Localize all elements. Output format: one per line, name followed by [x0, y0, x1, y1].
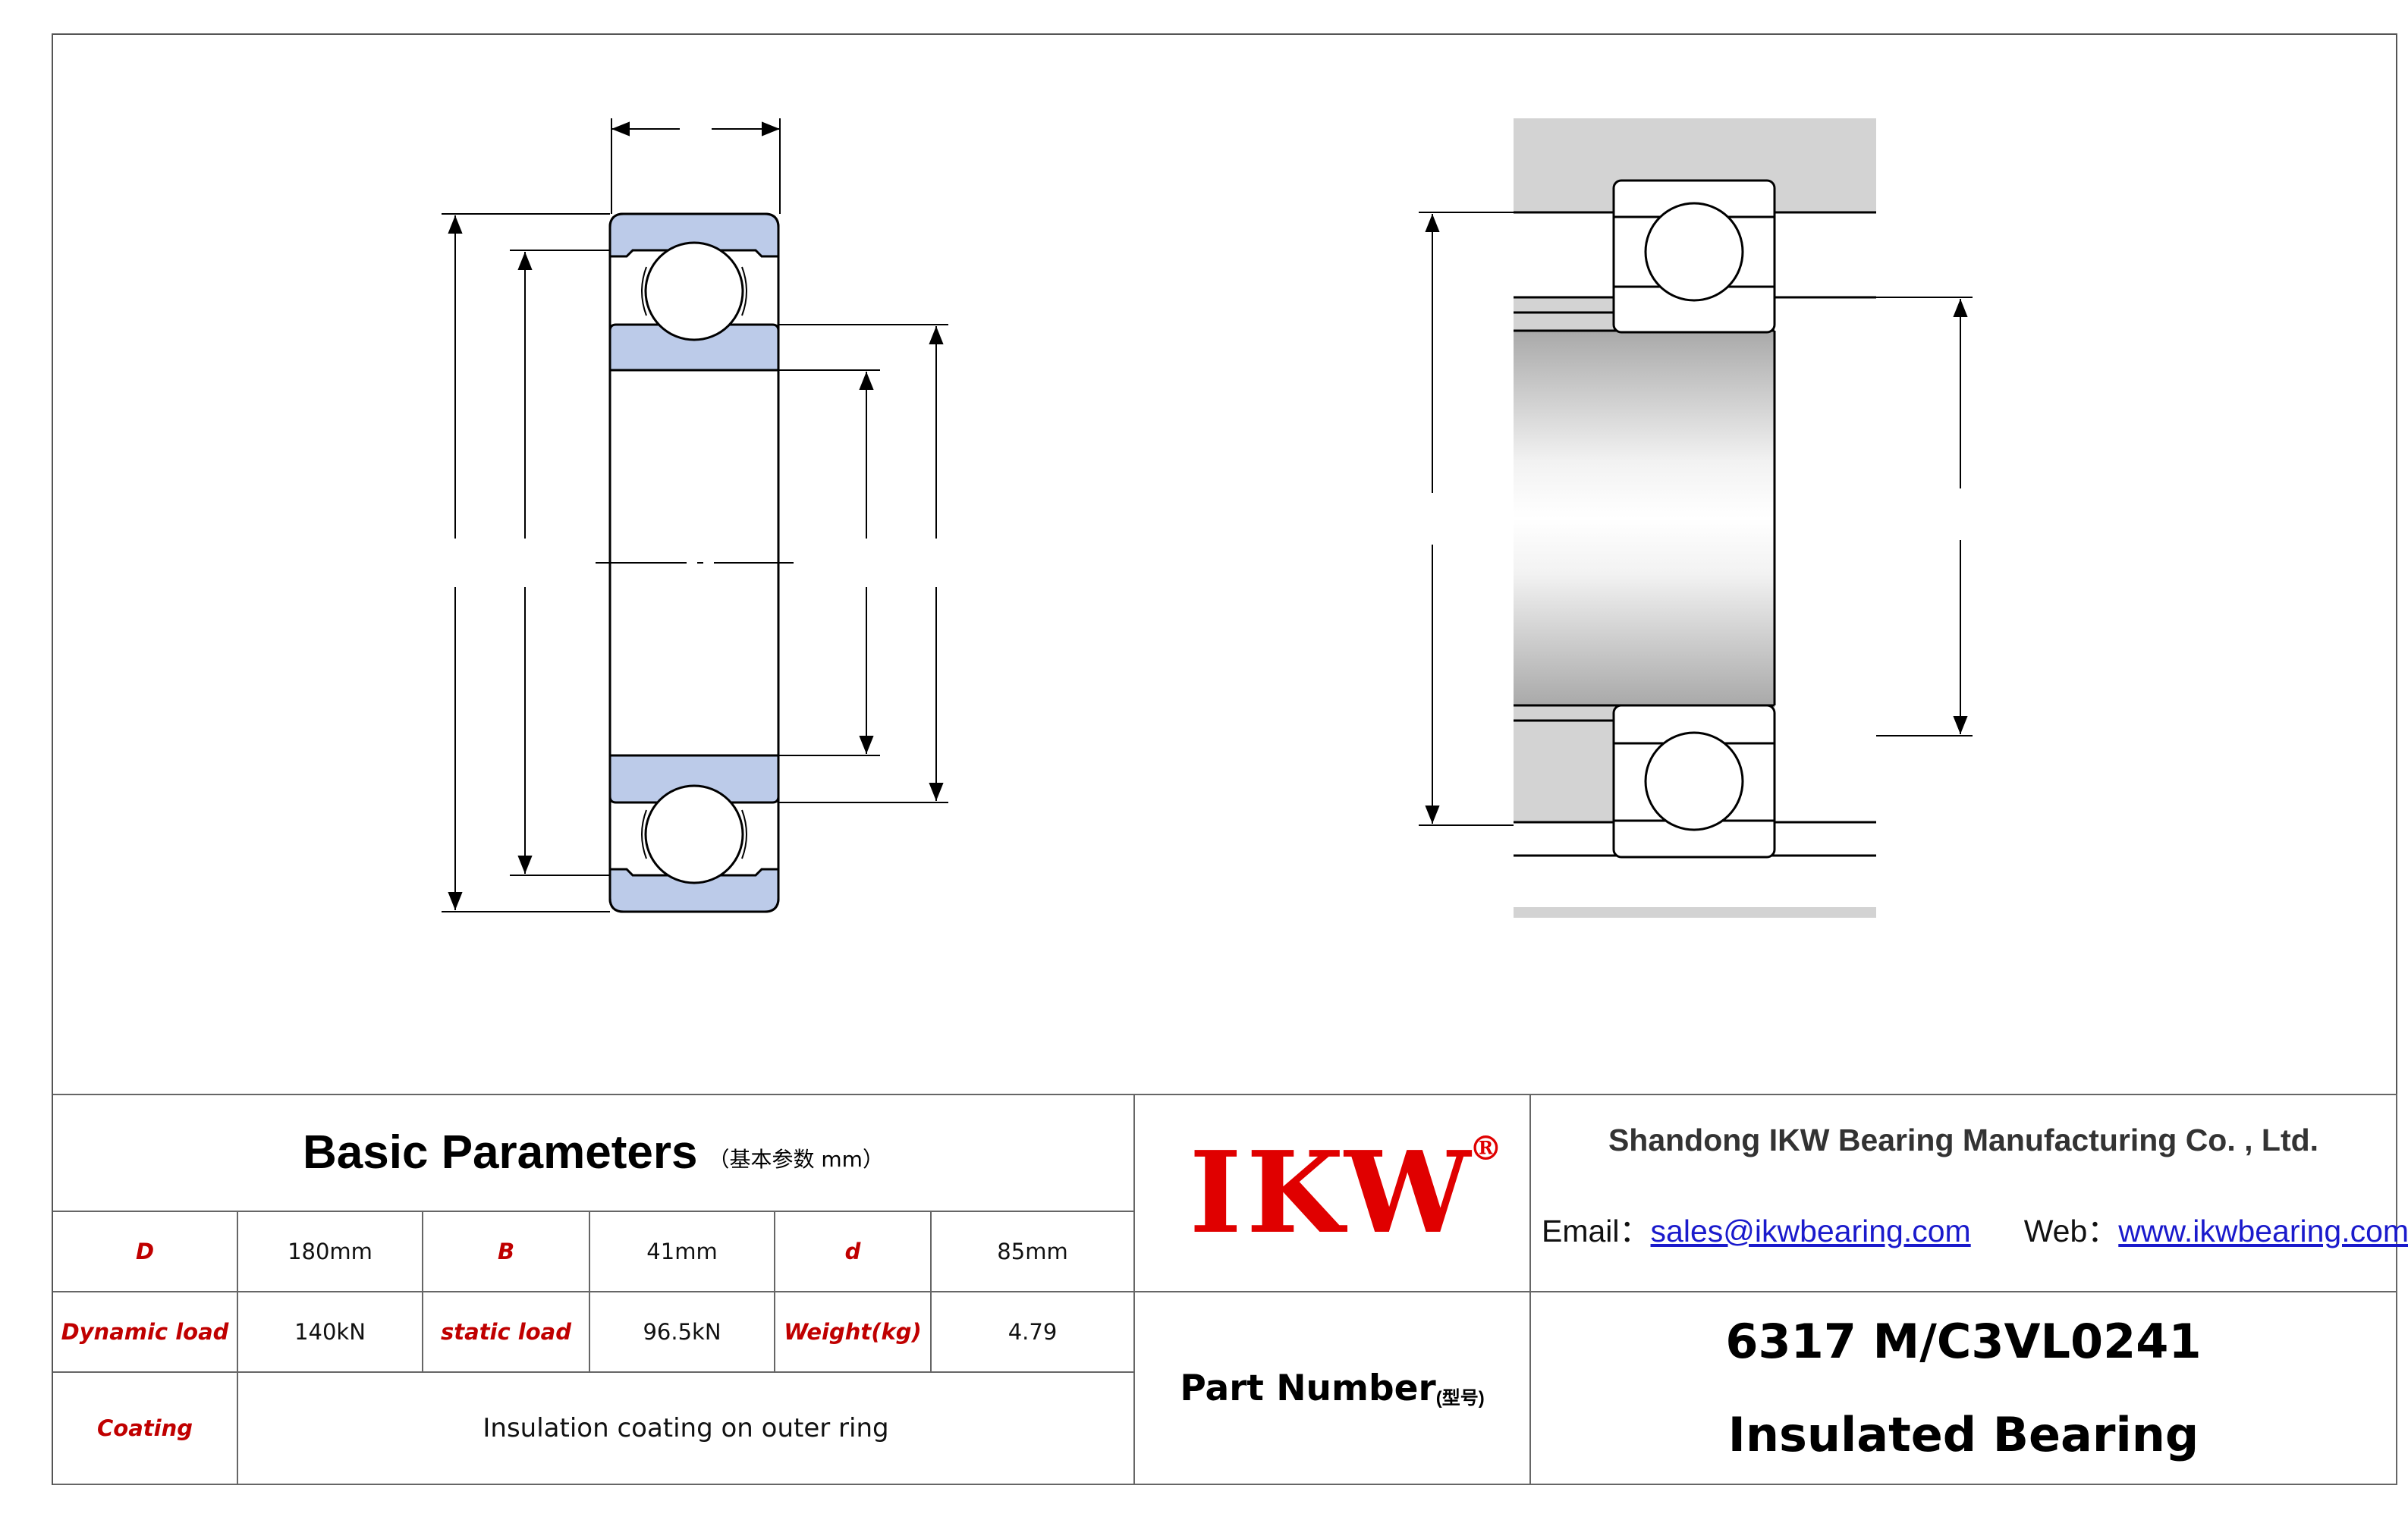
- params-title: Basic Parameters: [303, 1126, 698, 1179]
- part-number-label: Part Number: [1180, 1367, 1436, 1409]
- value-coating: Insulation coating on outer ring: [238, 1373, 1135, 1485]
- title-block: Basic Parameters （基本参数 mm） D 180mm B 41m…: [53, 1094, 2408, 1485]
- registered-mark: ®: [1469, 1129, 1507, 1168]
- bearing-technical-drawing: [442, 118, 1973, 918]
- company-info: Shandong IKW Bearing Manufacturing Co. ,…: [1531, 1094, 2408, 1292]
- label-D: D: [53, 1212, 238, 1292]
- label-d: d: [775, 1212, 932, 1292]
- logo-text: IKW: [1189, 1126, 1476, 1258]
- label-weight: Weight(kg): [775, 1292, 932, 1373]
- label-coating: Coating: [53, 1373, 238, 1485]
- value-d: 85mm: [932, 1212, 1135, 1292]
- title-block-top-border: [53, 1094, 2397, 1095]
- contact-line: Email：sales@ikwbearing.com Web：www.ikwbea…: [1531, 1205, 2408, 1251]
- part-number-label-cn: (型号): [1435, 1387, 1485, 1409]
- label-dynamic-load: Dynamic load: [53, 1292, 238, 1373]
- value-B: 41mm: [590, 1212, 775, 1292]
- web-link[interactable]: www.ikwbearing.com: [2118, 1214, 2408, 1248]
- left-dimensions: [442, 118, 948, 912]
- company-name: Shandong IKW Bearing Manufacturing Co. ,…: [1608, 1123, 2319, 1157]
- label-static-load: static load: [423, 1292, 590, 1373]
- web-label: Web：: [2023, 1214, 2119, 1248]
- value-dynamic-load: 140kN: [238, 1292, 423, 1373]
- ikw-logo: IKW®: [1189, 1126, 1503, 1258]
- part-number: 6317 M/C3VL0241: [1725, 1314, 2202, 1369]
- params-header: Basic Parameters （基本参数 mm）: [53, 1094, 1135, 1212]
- bearing-cross-section: [608, 212, 780, 913]
- bearing-type: Insulated Bearing: [1727, 1407, 2199, 1462]
- brand-logo: IKW®: [1135, 1094, 1531, 1292]
- value-weight: 4.79: [932, 1292, 1135, 1373]
- email-link[interactable]: sales@ikwbearing.com: [1650, 1214, 1971, 1248]
- part-number-label-cell: Part Number(型号): [1135, 1292, 1531, 1485]
- value-D: 180mm: [238, 1212, 423, 1292]
- params-unit: （基本参数 mm）: [708, 1147, 884, 1172]
- label-B: B: [423, 1212, 590, 1292]
- email-label: Email：: [1542, 1214, 1651, 1248]
- mounted-bearing-view: [1419, 118, 1973, 918]
- value-static-load: 96.5kN: [590, 1292, 775, 1373]
- part-number-value-cell: 6317 M/C3VL0241 Insulated Bearing: [1531, 1292, 2397, 1485]
